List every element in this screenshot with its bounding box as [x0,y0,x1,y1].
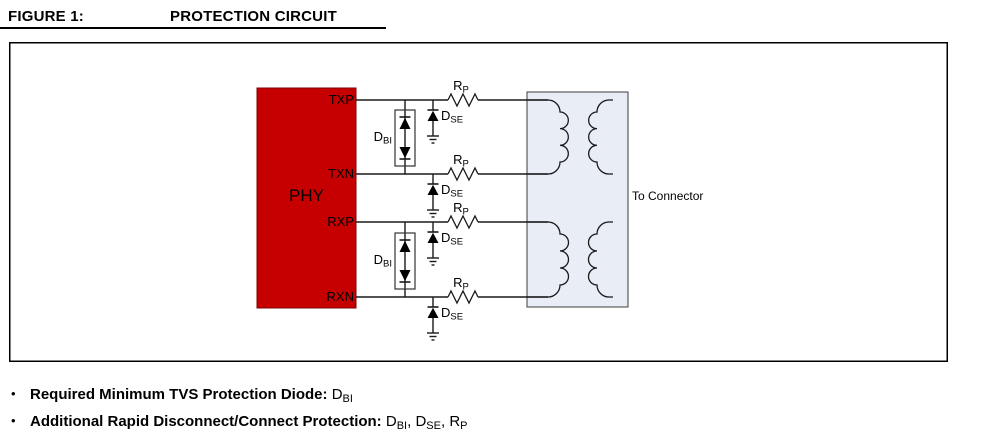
to-connector-label: To Connector [632,189,704,203]
figure-title-label: FIGURE 1: [8,8,84,25]
note-bold-text: Required Minimum TVS Protection Diode: [30,386,328,403]
bullet-icon: • [11,413,16,428]
note-subscript: BI [396,420,408,432]
dse-subscript: SE [450,114,464,126]
resistor-rp-rxp [447,214,479,230]
rp-symbol: R [453,152,463,167]
dse-diode-txp [427,100,439,144]
pin-label-txn: TXN [328,166,354,181]
dse-subscript: SE [450,236,464,248]
dse-symbol: D [441,182,451,197]
note-symbol: D [385,413,397,430]
dbi-tvs-rx [394,232,416,290]
transformer-coils [527,99,613,298]
dse-label-txp: DSE [441,108,464,126]
coil-secondary-rx [587,221,613,298]
rp-subscript: P [462,158,469,170]
dbi-tvs-group [394,109,416,290]
rp-subscript: P [462,206,469,218]
rp-resistors [447,92,479,305]
rp-label-rxn: RP [446,275,476,293]
rp-label-txp: RP [446,78,476,96]
dse-symbol: D [441,108,451,123]
resistor-rp-txp [447,92,479,108]
dbi-label-rx: DBI [360,252,392,270]
note-separator: , [440,413,450,430]
rp-symbol: R [453,200,463,215]
rp-label-txn: RP [446,152,476,170]
rp-symbol: R [453,275,463,290]
dbi-label-tx: DBI [360,129,392,147]
note-bold-text: Additional Rapid Disconnect/Connect Prot… [30,413,382,430]
note-separator: , [407,413,416,430]
coil-primary-tx [527,99,569,175]
rp-subscript: P [462,84,469,96]
note-symbol: R [449,413,461,430]
dse-diodes-group [427,100,439,341]
dse-label-rxp: DSE [441,230,464,248]
transformer-block [526,91,629,308]
rp-subscript: P [462,281,469,293]
pin-label-txp: TXP [328,92,354,107]
dbi-subscript: BI [383,258,392,270]
note-subscript: SE [426,420,441,432]
title-underline [0,27,386,29]
rp-label-rxp: RP [446,200,476,218]
dse-label-rxn: DSE [441,305,464,323]
dse-subscript: SE [450,188,464,200]
resistor-rp-txn [447,166,479,182]
resistor-rp-rxn [447,289,479,305]
dse-diode-rxp [427,222,439,266]
dbi-symbol: D [373,252,384,267]
dse-symbol: D [441,305,451,320]
figure-border [9,42,948,362]
dbi-tvs-tx [394,109,416,167]
dse-symbol: D [441,230,451,245]
dse-diode-rxn [427,297,439,341]
note-symbol: D [415,413,427,430]
dse-label-txn: DSE [441,182,464,200]
dse-subscript: SE [450,311,464,323]
phy-label: PHY [289,186,324,205]
note-symbol: D [331,386,343,403]
dse-diode-txn [427,174,439,218]
rp-symbol: R [453,78,463,93]
note-subscript: BI [342,393,353,405]
note-subscript: P [460,420,468,432]
pin-label-rxp: RXP [327,214,354,229]
figure-title-text: PROTECTION CIRCUIT [170,8,337,25]
coil-secondary-tx [588,99,613,175]
dbi-subscript: BI [383,135,392,147]
coil-primary-rx [527,221,570,298]
pin-label-rxn: RXN [326,289,354,304]
phy-block [256,87,357,309]
note-text: Additional Rapid Disconnect/Connect Prot… [30,413,468,432]
note-text: Required Minimum TVS Protection Diode: D… [30,386,353,405]
bullet-icon: • [11,386,16,401]
dbi-symbol: D [373,129,384,144]
